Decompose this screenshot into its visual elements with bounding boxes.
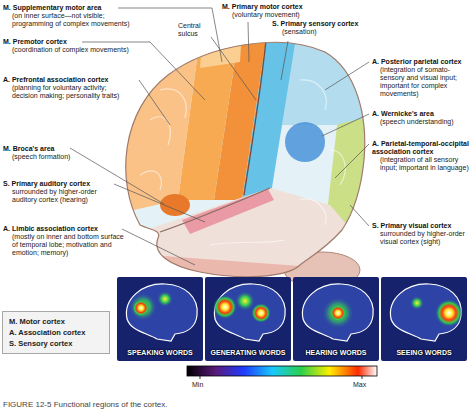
- leader-line: [114, 184, 205, 222]
- pet-blob: [157, 291, 173, 307]
- leader-line: [211, 37, 256, 100]
- region-heading: A. Posterior parietal cortex: [372, 58, 470, 66]
- scan-label: GENERATING WORDS: [207, 349, 289, 357]
- region-description: (speech understanding): [380, 118, 470, 126]
- scale-label: Min: [192, 381, 222, 389]
- region-description: (mostly on inner and bottom surface of t…: [12, 233, 124, 257]
- region-heading: A. Parietal-temporal-occipital associati…: [372, 140, 470, 156]
- region-heading: M. Premotor cortex: [3, 38, 103, 46]
- pet-panel: [205, 277, 291, 361]
- pet-blob: [132, 299, 150, 317]
- color-scale-bar: [187, 366, 377, 376]
- pet-blob: [213, 295, 237, 319]
- pet-blob: [251, 303, 271, 323]
- region-description: (speech formation): [12, 153, 112, 161]
- leader-line: [335, 144, 369, 178]
- scale-label: Max: [353, 381, 383, 389]
- wernicke-area: [285, 122, 325, 162]
- pet-head-outline: [126, 284, 197, 341]
- pet-panel: [381, 277, 467, 361]
- pet-scan-panel: SEEING WORDS: [381, 277, 467, 361]
- pet-blob: [235, 291, 255, 311]
- region-heading: M. Primary motor cortex: [222, 3, 332, 11]
- region-description: (integration of somato-sensory and visua…: [380, 66, 470, 98]
- prefrontal-region: [0, 0, 205, 240]
- region-description: (voluntary movement): [232, 11, 332, 19]
- region-description: (sensation): [282, 28, 362, 36]
- region-description: (on inner surface—not visible; programmi…: [12, 12, 130, 28]
- key-entry: A. Association cortex: [9, 327, 103, 338]
- region-heading: S. Primary sensory cortex: [272, 20, 372, 28]
- pet-scan-panel: HEARING WORDS: [293, 277, 379, 361]
- sulcus-label: Central sulcus: [178, 22, 210, 38]
- leader-line: [325, 62, 369, 90]
- pet-blob: [322, 297, 354, 329]
- gyri-lines: [140, 80, 345, 245]
- region-description: (integration of all sensory input; impor…: [380, 156, 470, 172]
- pet-blob: [435, 299, 463, 327]
- scale-tick: [200, 376, 201, 379]
- region-heading: S. Primary visual cortex: [372, 222, 470, 230]
- region-heading: M. Broca's area: [3, 145, 93, 153]
- leader-line: [322, 114, 369, 136]
- leader-line: [122, 229, 195, 265]
- scan-label: HEARING WORDS: [295, 349, 377, 357]
- auditory-strip: [182, 189, 274, 234]
- pet-blob: [410, 296, 424, 310]
- region-heading: M. Supplementary motor area: [3, 4, 133, 12]
- scan-label: SEEING WORDS: [383, 349, 465, 357]
- pet-scan: [117, 277, 203, 361]
- leader-line: [70, 148, 164, 204]
- region-description: surrounded by higher-order auditory cort…: [12, 188, 120, 204]
- figure-caption: FIGURE 12-5 Functional regions of the co…: [3, 400, 168, 410]
- scan-label: SPEAKING WORDS: [119, 349, 201, 357]
- region-heading: A. Wernicke's area: [372, 110, 470, 118]
- pet-scan-panel: GENERATING WORDS: [205, 277, 291, 361]
- region-heading: A. Limbic association cortex: [3, 225, 133, 233]
- key-entry: S. Sensory cortex: [9, 338, 103, 349]
- pet-scan: [381, 277, 467, 361]
- brain-outline: [126, 42, 365, 276]
- key-entry: M. Motor cortex: [9, 316, 103, 327]
- key-box: M. Motor cortexA. Association cortexS. S…: [2, 311, 110, 354]
- leader-line: [281, 41, 288, 80]
- pet-scan: [293, 277, 379, 361]
- pet-scan-panel: SPEAKING WORDS: [117, 277, 203, 361]
- leader-line: [248, 22, 249, 62]
- pet-head-outline: [302, 284, 373, 341]
- pet-blob: [129, 293, 157, 321]
- region-description: (coordination of complex movements): [12, 46, 162, 54]
- pet-scan: [205, 277, 291, 361]
- region-heading: A. Prefrontal association cortex: [3, 76, 143, 84]
- region-description: (planning for voluntary activity; decisi…: [12, 84, 124, 100]
- leader-line: [350, 205, 369, 226]
- pet-panel: [117, 277, 203, 361]
- region-heading: S. Primary auditory cortex: [3, 180, 123, 188]
- central-sulcus-line: [244, 40, 266, 195]
- scale-tick: [362, 376, 363, 379]
- region-description: surrounded by higher-order visual cortex…: [380, 230, 470, 246]
- leader-line: [139, 80, 170, 125]
- pet-blob: [329, 304, 347, 322]
- pet-panel: [293, 277, 379, 361]
- leader-line: [118, 8, 222, 62]
